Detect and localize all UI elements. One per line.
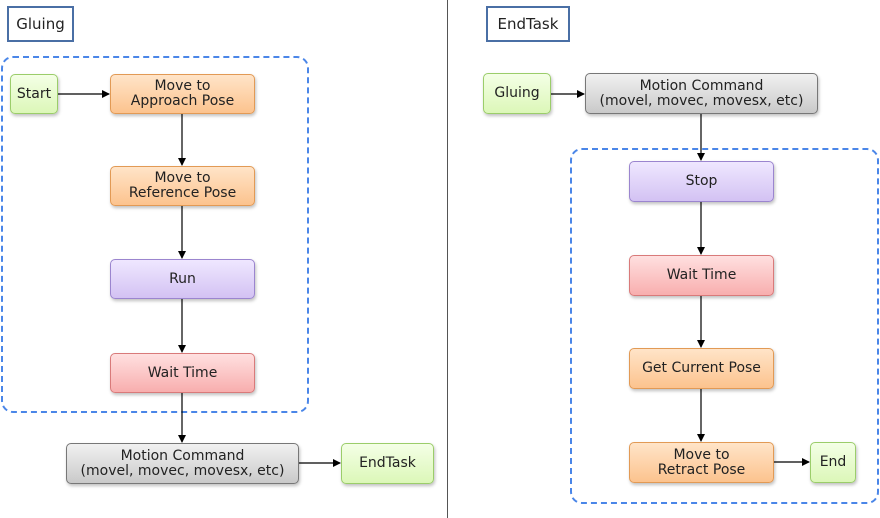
endtask-sequence-group [570, 148, 879, 504]
panel-divider [447, 0, 448, 518]
move-to-reference-pose-node[interactable]: Move to Reference Pose [110, 166, 255, 206]
run-node[interactable]: Run [110, 259, 255, 299]
panel-title-gluing: Gluing [7, 6, 74, 42]
panel-title-endtask: EndTask [486, 6, 570, 42]
wait-time-node[interactable]: Wait Time [110, 353, 255, 393]
motion-command-node[interactable]: Motion Command (movel, movec, movesx, et… [66, 443, 299, 484]
wait-time-node[interactable]: Wait Time [629, 255, 774, 296]
motion-command-node[interactable]: Motion Command (movel, movec, movesx, et… [585, 73, 818, 114]
gluing-loop-group [1, 56, 309, 413]
start-node[interactable]: Start [10, 74, 58, 114]
move-to-retract-pose-node[interactable]: Move to Retract Pose [629, 442, 774, 483]
end-node[interactable]: End [810, 442, 856, 483]
gluing-node[interactable]: Gluing [483, 73, 551, 114]
get-current-pose-node[interactable]: Get Current Pose [629, 348, 774, 389]
endtask-node[interactable]: EndTask [341, 443, 434, 484]
move-to-approach-pose-node[interactable]: Move to Approach Pose [110, 74, 255, 114]
stop-node[interactable]: Stop [629, 161, 774, 202]
